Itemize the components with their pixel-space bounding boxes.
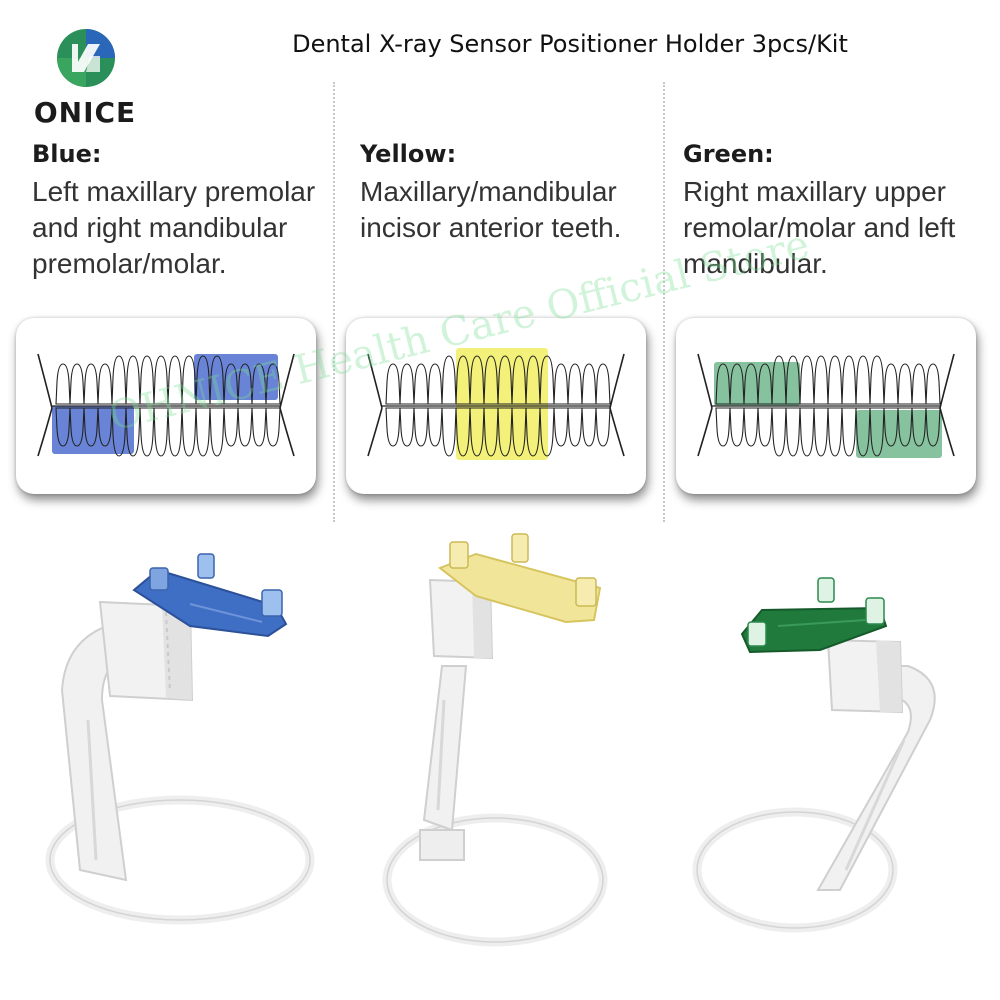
green-description-line-2: remolar/molar and left	[683, 212, 956, 243]
onice-logo-icon	[57, 29, 115, 87]
brand-logo: ONICE	[30, 26, 140, 136]
yellow-column: Yellow: Maxillary/mandibular incisor ant…	[360, 140, 670, 246]
blue-description-line-2: and right mandibular	[32, 212, 288, 243]
brand-name: ONICE	[33, 96, 137, 129]
yellow-teeth-diagram-icon	[367, 348, 625, 460]
blue-teeth-diagram-icon	[37, 353, 295, 457]
green-column: Green: Right maxillary upper remolar/mol…	[683, 140, 993, 282]
blue-positioner-icon	[45, 553, 315, 925]
green-teeth-diagram-icon	[697, 353, 955, 458]
green-heading: Green:	[683, 140, 774, 168]
column-divider-2	[663, 82, 665, 522]
yellow-teeth-diagram-card	[346, 318, 646, 494]
yellow-description: Maxillary/mandibular incisor anterior te…	[360, 174, 670, 246]
yellow-description-line-2: incisor anterior teeth.	[360, 212, 622, 243]
green-description: Right maxillary upper remolar/molar and …	[683, 174, 993, 282]
green-description-line-3: mandibular.	[683, 248, 828, 279]
blue-description: Left maxillary premolar and right mandib…	[32, 174, 342, 282]
yellow-heading: Yellow:	[360, 140, 457, 168]
column-divider-1	[333, 82, 335, 522]
blue-description-line-3: premolar/molar.	[32, 248, 227, 279]
blue-teeth-diagram-card	[16, 318, 316, 494]
yellow-description-line-1: Maxillary/mandibular	[360, 176, 617, 207]
page-title: Dental X-ray Sensor Positioner Holder 3p…	[292, 30, 848, 58]
green-description-line-1: Right maxillary upper	[683, 176, 946, 207]
green-positioner-icon	[692, 577, 936, 933]
blue-description-line-1: Left maxillary premolar	[32, 176, 316, 207]
green-teeth-diagram-card	[676, 318, 976, 494]
yellow-positioner-icon	[382, 533, 608, 947]
blue-column: Blue: Left maxillary premolar and right …	[32, 140, 342, 282]
blue-heading: Blue:	[32, 140, 102, 168]
